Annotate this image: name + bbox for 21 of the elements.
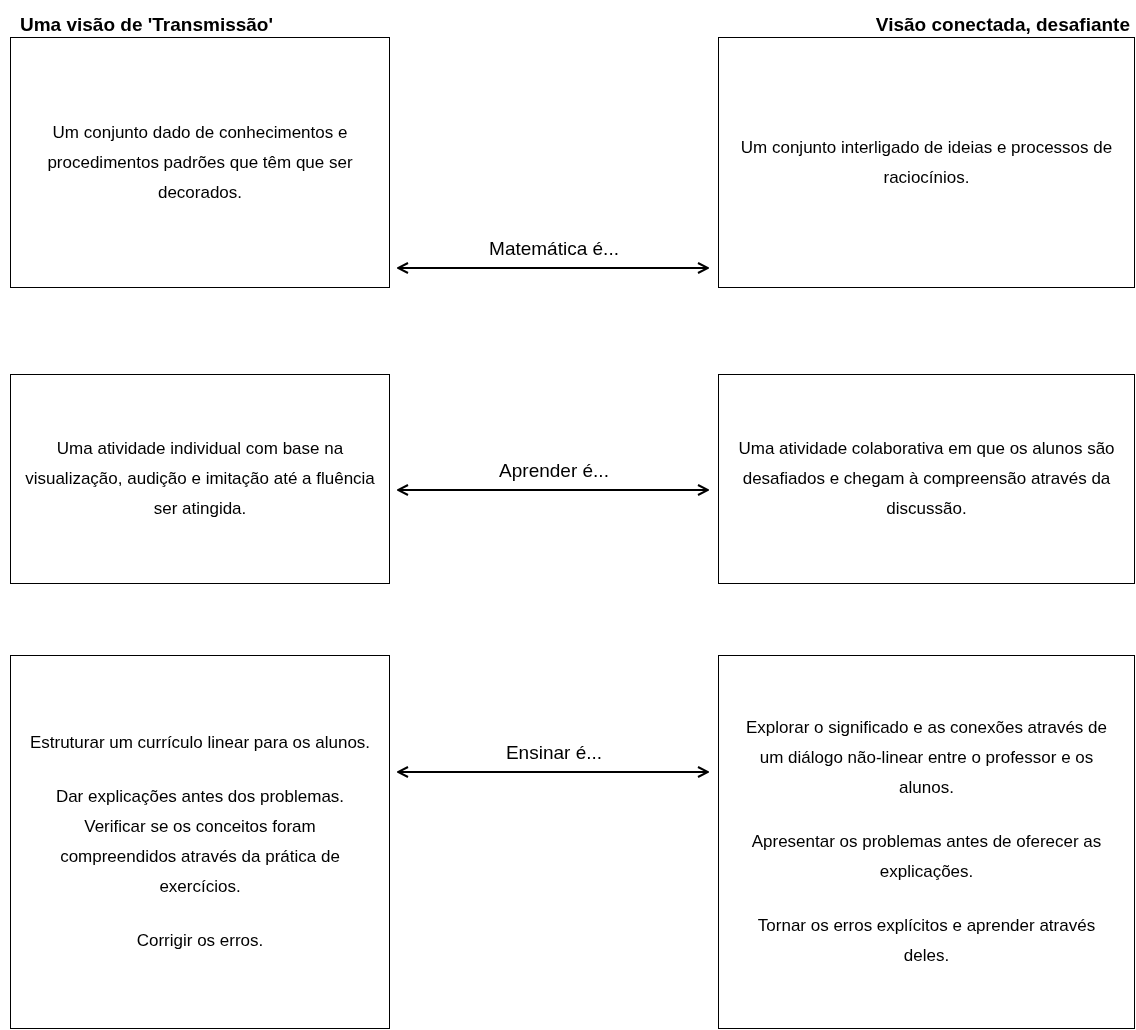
text-box	[718, 37, 1135, 288]
box-text: Uma atividade individual com base na visualização, audição e imitação até a fluência ser atingida.	[25, 438, 375, 520]
box-text: Apresentar os problemas antes de oferecer as explicações.	[750, 831, 1103, 883]
text-box	[718, 655, 1135, 1029]
double-arrow	[397, 484, 709, 496]
box-text: Estruturar um currículo linear para os alunos.	[29, 732, 371, 754]
box-text: Tornar os erros explícitos e aprender através deles.	[756, 915, 1097, 967]
text-box	[718, 374, 1135, 584]
column-heading: Visão conectada, desafiante	[875, 14, 1130, 36]
text-box	[10, 374, 390, 584]
text-box	[10, 655, 390, 1029]
double-arrow	[397, 766, 709, 778]
box-text: Corrigir os erros.	[136, 930, 264, 952]
double-arrow	[397, 262, 709, 274]
box-text: Um conjunto interligado de ideias e processos de raciocínios.	[739, 136, 1114, 189]
column-heading: Uma visão de 'Transmissão'	[20, 14, 273, 36]
box-text: Uma atividade colaborativa em que os alunos são desafiados e chegam à compreensão através da discussão.	[737, 438, 1116, 520]
box-text: Explorar o significado e as conexões através de um diálogo não-linear entre o professor e os alunos.	[745, 717, 1108, 799]
text-box	[10, 37, 390, 288]
box-text: Dar explicações antes dos problemas. Verificar se os conceitos foram compreendidos através da prática de exercícios.	[54, 786, 346, 898]
box-text: Um conjunto dado de conhecimentos e procedimentos padrões que têm que ser decorados.	[46, 121, 354, 204]
